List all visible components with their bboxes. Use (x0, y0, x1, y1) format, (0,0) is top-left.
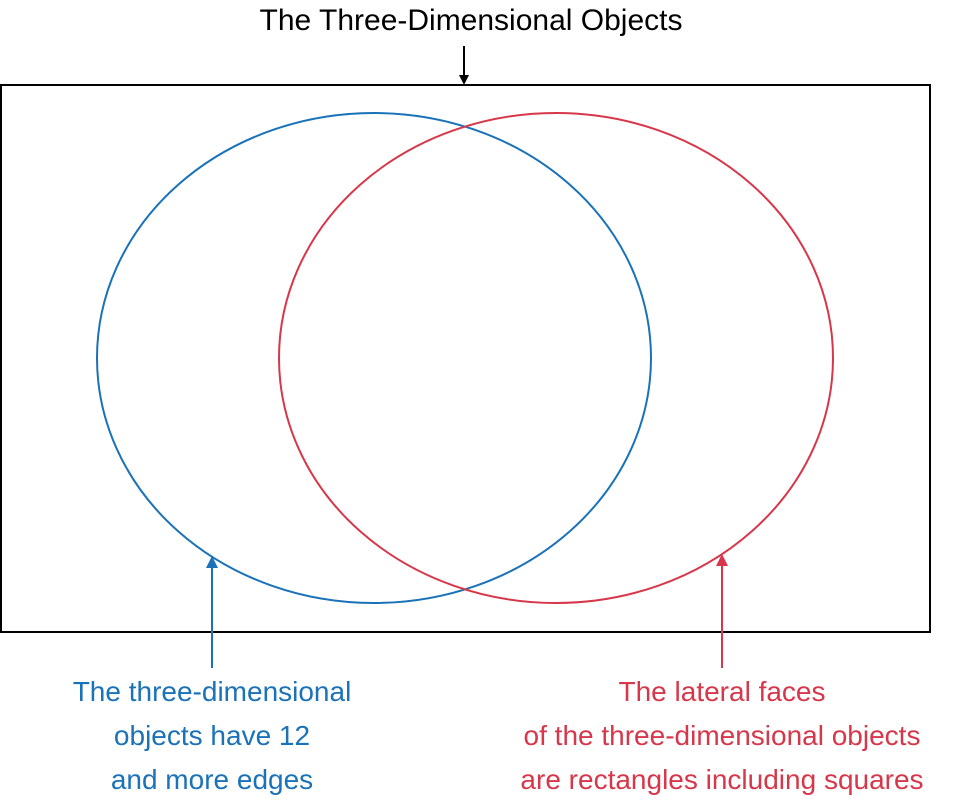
right-set-caption: The lateral faces of the three-dimension… (520, 676, 923, 795)
universe-box (0, 84, 931, 633)
right-caption-line: The lateral faces (619, 676, 826, 707)
right-caption-line: are rectangles including squares (520, 764, 923, 795)
right-set-ellipse (278, 112, 834, 604)
right-caption-line: of the three-dimensional objects (524, 720, 921, 751)
left-caption-line: The three-dimensional (73, 676, 352, 707)
left-caption-line: and more edges (111, 764, 313, 795)
diagram-title: The Three-Dimensional Objects (260, 4, 683, 37)
left-caption-line: objects have 12 (114, 720, 310, 751)
left-set-caption: The three-dimensional objects have 12 an… (73, 676, 352, 795)
left-set-ellipse (96, 112, 652, 604)
